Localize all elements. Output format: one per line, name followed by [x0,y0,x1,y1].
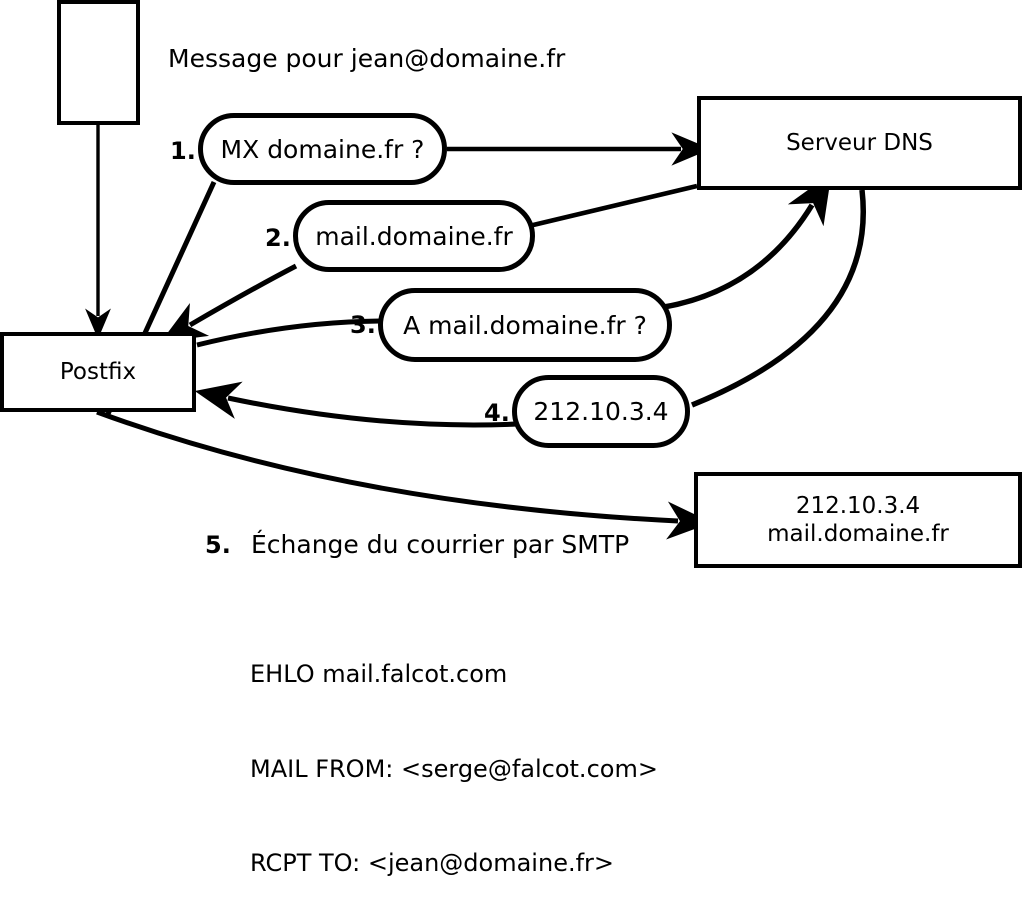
node-dns-server-label: Serveur DNS [786,129,933,156]
step-number-3: 3. [350,311,376,339]
step-number-1: 1. [170,137,196,165]
edge-dns-to-step2-bubble [528,183,698,229]
edge-dns-to-step4-bubble [690,189,866,408]
step-bubble-4-label: 212.10.3.4 [533,397,669,426]
smtp-line: MAIL FROM: <serge@falcot.com> [250,754,658,783]
edge-step4-to-postfix [194,381,518,428]
step-number-4: 4. [484,399,510,427]
step-bubble-2[interactable]: mail.domaine.fr [293,200,535,272]
node-postfix[interactable]: Postfix [0,332,196,412]
smtp-transcript: EHLO mail.falcot.com MAIL FROM: <serge@f… [250,596,658,919]
step-bubble-3-label: A mail.domaine.fr ? [403,310,647,340]
node-remote-mx[interactable]: 212.10.3.4 mail.domaine.fr [694,472,1022,568]
smtp-line: RCPT TO: <jean@domaine.fr> [250,849,615,877]
node-dns-server[interactable]: Serveur DNS [697,96,1022,190]
step-bubble-1-label: MX domaine.fr ? [220,134,425,164]
node-remote-mx-line1: 212.10.3.4 [795,492,921,519]
step-bubble-2-label: mail.domaine.fr [315,221,513,251]
node-postfix-label: Postfix [59,358,137,385]
edge-step3-to-dns [663,173,832,310]
step-bubble-4[interactable]: 212.10.3.4 [512,375,690,448]
step-bubble-1[interactable]: MX domaine.fr ? [198,113,447,185]
smtp-line: EHLO mail.falcot.com [250,660,508,688]
node-mail-client[interactable] [57,0,140,125]
step-bubble-3[interactable]: A mail.domaine.fr ? [378,288,672,362]
step-number-2: 2. [265,224,291,252]
edge-step2-to-postfix [160,263,298,343]
step-number-5: 5. [205,531,231,559]
step-label-5: Échange du courrier par SMTP [251,530,630,559]
message-caption: Message pour jean@domaine.fr [168,44,566,73]
node-remote-mx-line2: mail.domaine.fr [767,521,949,547]
